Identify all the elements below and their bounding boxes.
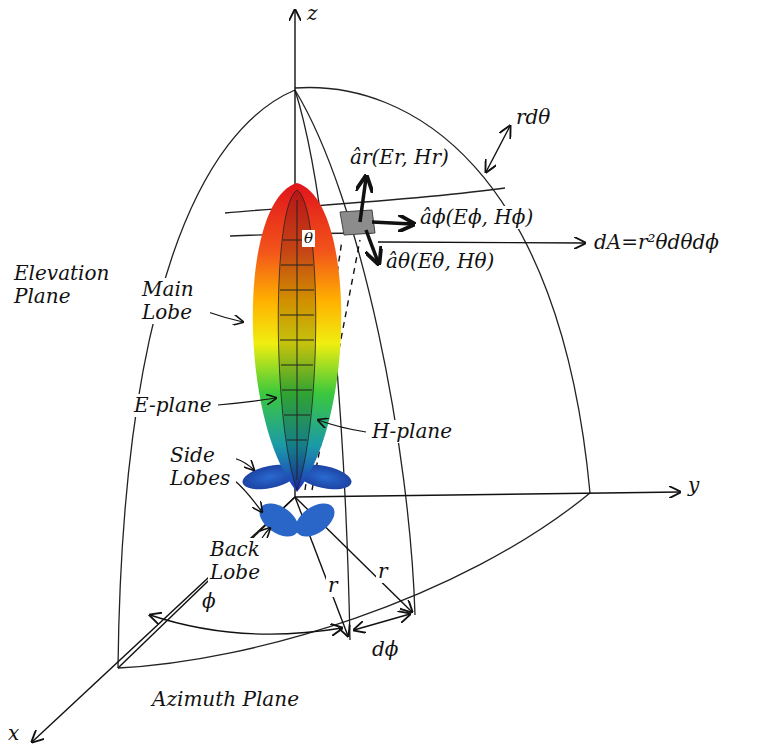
angle-label: ϕ bbox=[200, 590, 218, 613]
phi-arc bbox=[150, 615, 342, 634]
leader-line bbox=[218, 398, 276, 405]
unit-vector-phi bbox=[372, 222, 412, 224]
leader-line bbox=[234, 480, 262, 512]
main-lobe bbox=[253, 183, 342, 492]
angle-label: θ bbox=[302, 230, 315, 247]
axis-label: x bbox=[6, 722, 21, 745]
vector-label: âϕ(Eϕ, Hϕ) bbox=[418, 206, 535, 229]
radius-label: r bbox=[326, 574, 340, 597]
e-plane-cut bbox=[278, 190, 316, 490]
axis-label: z bbox=[305, 2, 320, 25]
dphi-arrow bbox=[354, 614, 410, 630]
formula-label: dA=r²θdθdϕ bbox=[592, 231, 721, 254]
plane-label: Azimuth Plane bbox=[150, 688, 301, 711]
unit-vector-r bbox=[360, 178, 366, 222]
lobe-label: Main Lobe bbox=[140, 278, 210, 324]
da-leader bbox=[378, 242, 585, 243]
azimuth-arc bbox=[118, 493, 590, 668]
axis-label: y bbox=[686, 474, 701, 497]
plane-label: H-plane bbox=[370, 420, 454, 443]
radius-label: r bbox=[376, 560, 390, 583]
leader-line bbox=[234, 458, 254, 470]
angle-label: dϕ bbox=[370, 638, 400, 661]
y-axis bbox=[295, 492, 680, 497]
vector-label: âr(Er, Hr) bbox=[348, 146, 451, 169]
vector-label: âθ(Eθ, Hθ) bbox=[384, 250, 496, 273]
dimension-label: rdθ bbox=[514, 106, 552, 129]
plane-label: Elevation Plane bbox=[12, 262, 134, 308]
rdtheta-arrow bbox=[486, 126, 510, 172]
leader-line bbox=[262, 528, 270, 538]
leader-line bbox=[318, 420, 366, 432]
lobe-label: Back Lobe bbox=[208, 538, 272, 584]
lobe-label: Side Lobes bbox=[168, 444, 236, 490]
area-element bbox=[340, 210, 375, 235]
plane-label: E-plane bbox=[132, 394, 214, 417]
unit-vector-theta bbox=[366, 230, 378, 262]
leader-line bbox=[208, 312, 243, 322]
back-lobe bbox=[290, 497, 341, 544]
back-lobe bbox=[254, 497, 305, 544]
